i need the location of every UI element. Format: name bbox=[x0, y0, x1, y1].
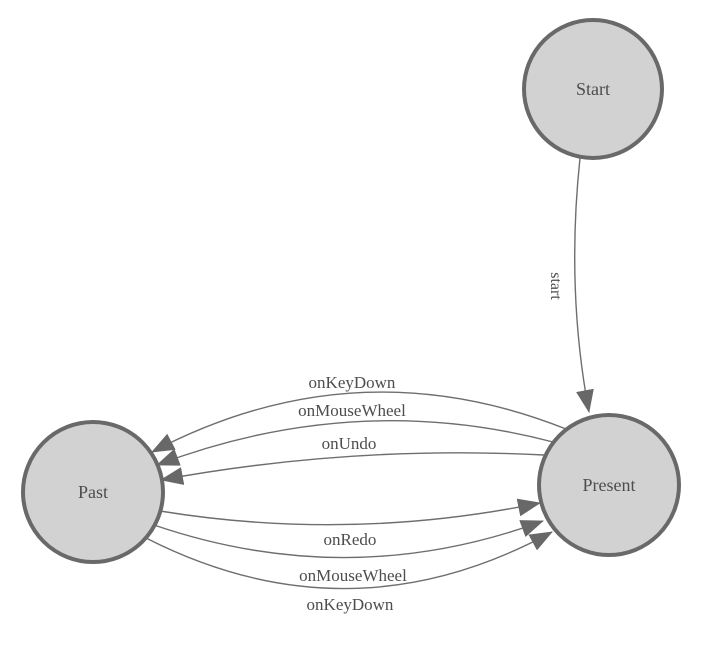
edge-label-onkeydown-top: onKeyDown bbox=[309, 373, 396, 392]
past-node-label: Past bbox=[78, 482, 108, 502]
edge-present-to-past-onundo bbox=[160, 452, 545, 485]
edge-label-onkeydown-bottom: onKeyDown bbox=[307, 595, 394, 614]
state-node-present: Present bbox=[537, 413, 681, 557]
node-group: Start Past Present bbox=[21, 18, 681, 564]
edge-label-onmousewheel-bottom: onMouseWheel bbox=[299, 566, 407, 585]
edge-label-onmousewheel-top: onMouseWheel bbox=[298, 401, 406, 420]
edge-start-to-present bbox=[574, 157, 594, 413]
edge-label-onredo: onRedo bbox=[324, 530, 377, 549]
edge-label-onundo: onUndo bbox=[322, 434, 377, 453]
present-node-label: Present bbox=[583, 475, 636, 495]
start-node-label: Start bbox=[576, 79, 610, 99]
state-node-past: Past bbox=[21, 420, 165, 564]
state-node-start: Start bbox=[522, 18, 664, 160]
present-node-circle bbox=[537, 413, 681, 557]
start-node-circle bbox=[522, 18, 664, 160]
edge-past-to-present-onmousewheel bbox=[153, 520, 544, 559]
edge-present-to-past-onmousewheel bbox=[156, 420, 554, 466]
edge-label-start: start bbox=[547, 272, 564, 300]
edge-group bbox=[145, 157, 594, 590]
past-node-circle bbox=[21, 420, 165, 564]
edge-past-to-present-onkeydown bbox=[145, 531, 553, 590]
edge-present-to-past-onkeydown bbox=[151, 391, 567, 453]
edge-label-group: start onKeyDown onMouseWheel onUndo onRe… bbox=[298, 272, 564, 614]
edge-past-to-present-onredo bbox=[159, 498, 541, 526]
